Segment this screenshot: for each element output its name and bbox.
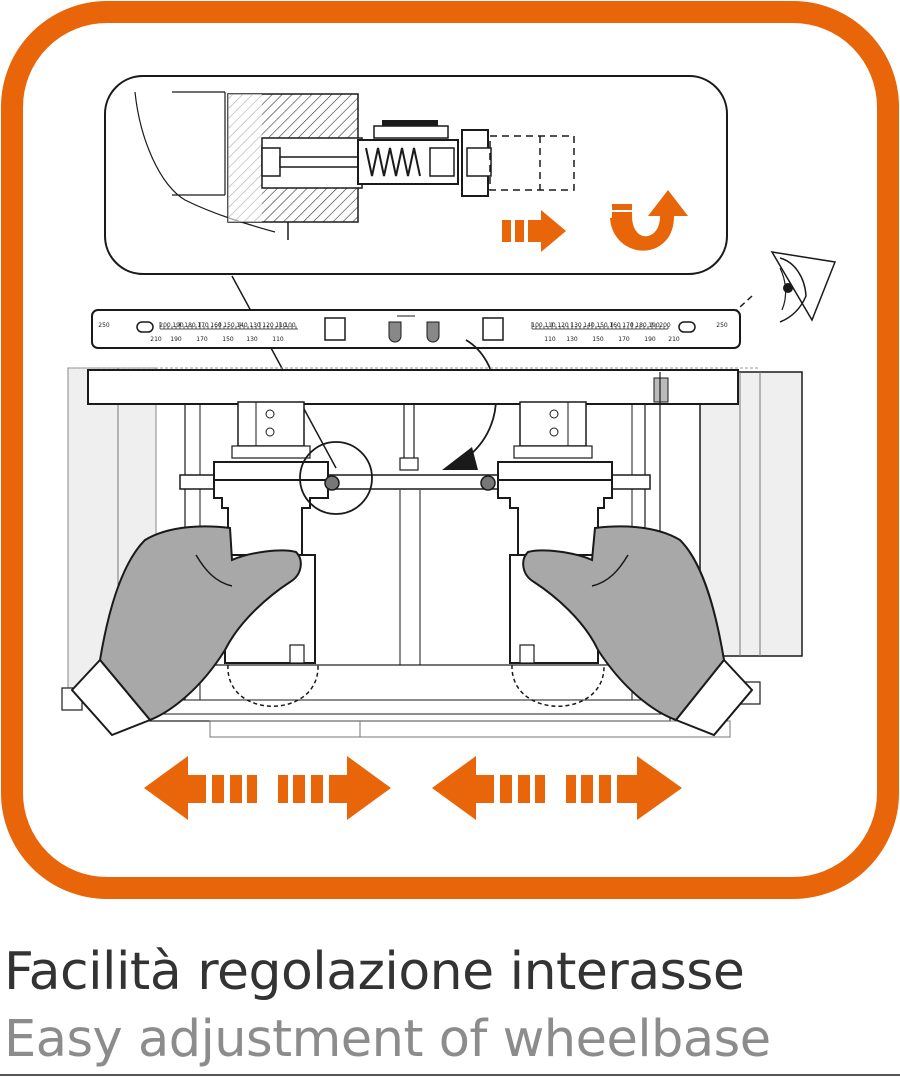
ruler-label: 200 [659,322,671,329]
ruler-label: 180 [635,322,647,329]
caption-english: Easy adjustment of wheelbase [4,1010,771,1069]
ruler-label: 170 [622,322,634,329]
ruler-label: 210 [150,336,162,343]
ruler-label: 150 [596,322,608,329]
ruler-label: 120 [557,322,569,329]
magnifier-circle-icon [299,441,373,515]
pointer-arrowhead [442,447,478,470]
ruler-label: 250 [716,322,728,329]
ruler-label: 140 [236,322,248,329]
ruler-label: 130 [570,322,582,329]
lock-pin-left [324,475,340,491]
caption-italian: Facilità regolazione interasse [4,942,745,1002]
ruler-label: 170 [196,336,208,343]
right-arrow-icon [502,210,566,252]
right-arrow-icon [566,756,682,820]
ruler-label: 100 [284,322,296,329]
orange-frame [1,1,899,899]
ruler-label: 250 [98,322,110,329]
ruler-label: 170 [618,336,630,343]
ruler-label: 130 [566,336,578,343]
ruler-label: 170 [197,322,209,329]
curved-arrow-icon [610,190,688,251]
ruler-label: 130 [246,336,258,343]
ruler-label: 160 [609,322,621,329]
ruler-label: 130 [249,322,261,329]
ruler-label: 150 [592,336,604,343]
hand-icon [70,525,754,737]
ruler-label: 160 [210,322,222,329]
ruler-label: 210 [668,336,680,343]
ruler-label: 200 [159,322,171,329]
ruler-label: 110 [275,322,287,329]
ruler-label: 120 [262,322,274,329]
left-arrow-icon [144,756,257,820]
left-arrow-icon [432,756,545,820]
ruler-label: 190 [172,322,184,329]
ruler-label: 110 [544,336,556,343]
right-arrow-icon [278,756,391,820]
detail-callout [104,75,728,275]
ruler-label: 190 [644,336,656,343]
ruler-label: 110 [544,322,556,329]
ruler-label: 110 [272,336,284,343]
ruler-label: 100 [531,322,543,329]
ruler-label: 150 [223,322,235,329]
ruler-label: 190 [648,322,660,329]
ruler-label: 190 [170,336,182,343]
lock-pin-right [480,475,496,491]
ruler-label: 140 [583,322,595,329]
ruler-label: 180 [184,322,196,329]
bottom-divider [0,1074,900,1076]
eye-icon [727,251,837,323]
ruler-label: 150 [222,336,234,343]
